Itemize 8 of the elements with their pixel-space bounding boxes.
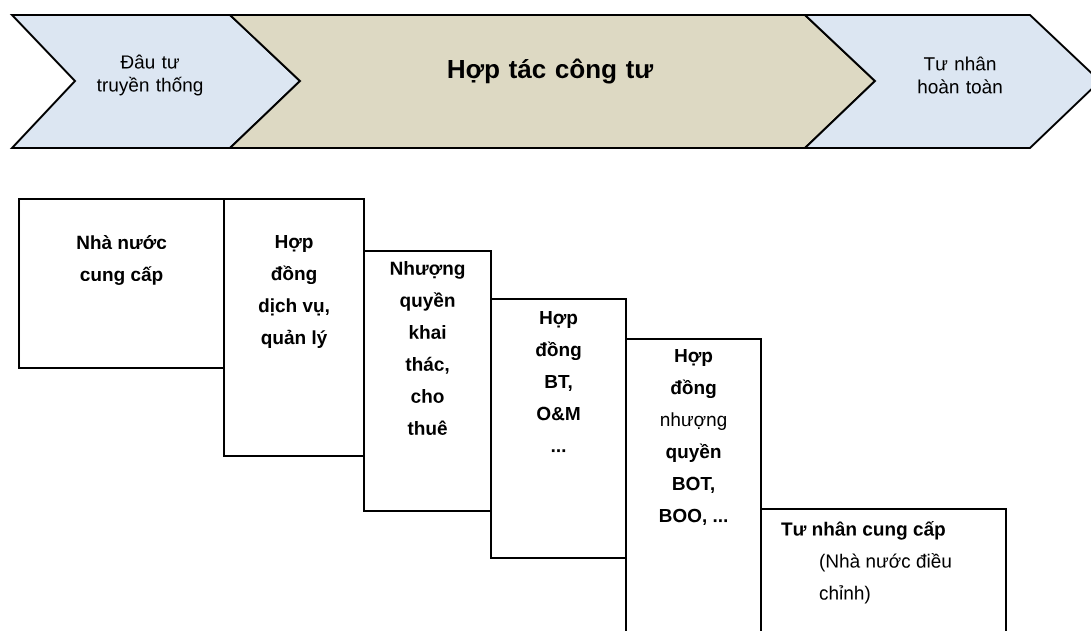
- chevron-band: Tư nhân hoàn toàn: [802, 14, 1091, 149]
- text-box: Hợp đồng dịch vụ, quản lý: [223, 198, 365, 457]
- text-box: Nhượng quyền khai thác, cho thuê: [363, 250, 492, 512]
- chevron-band: Đâu tư truyền thống: [9, 14, 302, 149]
- text-box: Hợp đồng BT, O&M ...: [490, 298, 627, 559]
- text-box: Hợp đồng nhượng quyền BOT, BOO, ...: [625, 338, 762, 631]
- text-box: Nhà nước cung cấp: [18, 198, 225, 369]
- text-box: Tư nhân cung cấp (Nhà nước điều chỉnh): [760, 508, 1007, 631]
